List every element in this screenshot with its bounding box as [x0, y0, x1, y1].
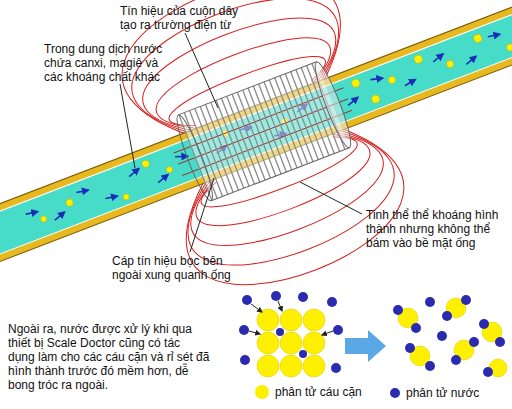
water-molecule [437, 331, 447, 341]
water-molecule [442, 311, 452, 321]
water-molecule [393, 305, 403, 315]
leader-line [300, 182, 362, 214]
flow-arrow [404, 80, 416, 86]
coil-windings [195, 105, 333, 158]
mineral-particle [371, 94, 381, 104]
water-molecule [451, 355, 461, 365]
water-molecule [483, 367, 493, 377]
water-molecule [276, 328, 284, 336]
water-molecule [271, 291, 281, 301]
water-molecule [299, 350, 307, 358]
field-line [178, 99, 348, 164]
mineral-particle [40, 215, 48, 223]
flow-arrow [432, 54, 445, 62]
mineral-particle [446, 60, 455, 69]
scale-molecule [257, 309, 279, 331]
water-molecule [331, 363, 341, 373]
legend-entry: phân tử nước [390, 386, 479, 400]
attraction-arrow [278, 301, 282, 311]
water-molecule [461, 295, 471, 305]
water-molecule [411, 323, 421, 333]
coil-edge [211, 148, 349, 201]
flow-arrow [347, 97, 360, 105]
attraction-arrow [322, 331, 333, 335]
water-molecule [405, 343, 415, 353]
water-molecule [327, 297, 337, 307]
water-molecule [239, 325, 249, 335]
flow-arrow [26, 210, 38, 216]
leader-line [120, 84, 135, 168]
mineral-particle [65, 198, 74, 207]
legend-text: phân tử nước [406, 386, 479, 400]
callout-label: Trong dung dịch nước chứa canxi, magiê v… [44, 42, 178, 84]
graphic [239, 291, 343, 373]
mineral-particles [34, 22, 512, 231]
callout-label: Cáp tín hiệu bọc bên ngoài xung quanh ốn… [112, 254, 240, 282]
callout-label: Tín hiệu của cuộn dây tạo ra trường điện… [120, 4, 256, 32]
scale-cluster [239, 291, 343, 377]
water-molecule [298, 292, 308, 302]
legend-swatch [390, 388, 400, 398]
flow-arrow [488, 32, 500, 38]
note-text: Ngoài ra, nước được xử lý khi qua thiết … [8, 322, 210, 392]
flow-arrow [128, 169, 141, 177]
water-molecule [425, 361, 435, 371]
scale-molecule [257, 332, 279, 354]
flow-arrow [157, 175, 170, 183]
flow-arrow [76, 188, 88, 194]
coil-end [172, 112, 218, 203]
legend-entry: phân tử cáu cặn [255, 385, 362, 399]
mineral-particle [351, 78, 361, 88]
scale-molecule [280, 355, 302, 377]
scale-molecule [257, 355, 279, 377]
callout-label: Tinh thể thể khoáng hình thành nhưng khô… [366, 208, 506, 250]
leader-line [190, 178, 214, 252]
flow-arrow [53, 212, 66, 220]
water-molecule [242, 295, 252, 305]
graphic [398, 298, 507, 377]
mineral-particle [141, 159, 150, 168]
graphic [249, 301, 333, 335]
water-molecule [469, 337, 479, 347]
leader-line [185, 33, 218, 108]
mineral-particle [413, 54, 423, 64]
mineral-particle [473, 33, 483, 43]
attraction-arrow [249, 331, 260, 334]
attraction-arrow [251, 304, 262, 312]
scale-molecule [303, 332, 325, 354]
water-molecule [333, 325, 343, 335]
flow-arrow [465, 56, 478, 64]
scale-molecule [280, 309, 302, 331]
graphic [393, 295, 505, 377]
mineral-particle [506, 43, 512, 52]
legend-swatch [255, 385, 269, 399]
mineral-particle [122, 193, 130, 201]
scale-molecule [303, 309, 325, 331]
mineral-particle [165, 166, 173, 174]
water-molecule [240, 355, 250, 365]
water [0, 0, 512, 265]
transform-arrow [345, 330, 386, 362]
scale-molecule [280, 332, 302, 354]
water-molecule [425, 297, 435, 307]
legend-text: phân tử cáu cặn [275, 385, 362, 399]
coil-edge [178, 62, 316, 115]
coil-end [310, 59, 356, 150]
water-molecule [479, 319, 489, 329]
flow-arrows [25, 31, 505, 231]
scale-dispersed [393, 295, 507, 377]
mineral-particle [387, 75, 396, 84]
flow-arrow [370, 75, 382, 82]
water-molecule [495, 337, 505, 347]
scale-molecule [303, 355, 325, 377]
pipe-wall [0, 0, 512, 272]
graphic [257, 309, 325, 377]
flow-arrow [105, 194, 117, 200]
